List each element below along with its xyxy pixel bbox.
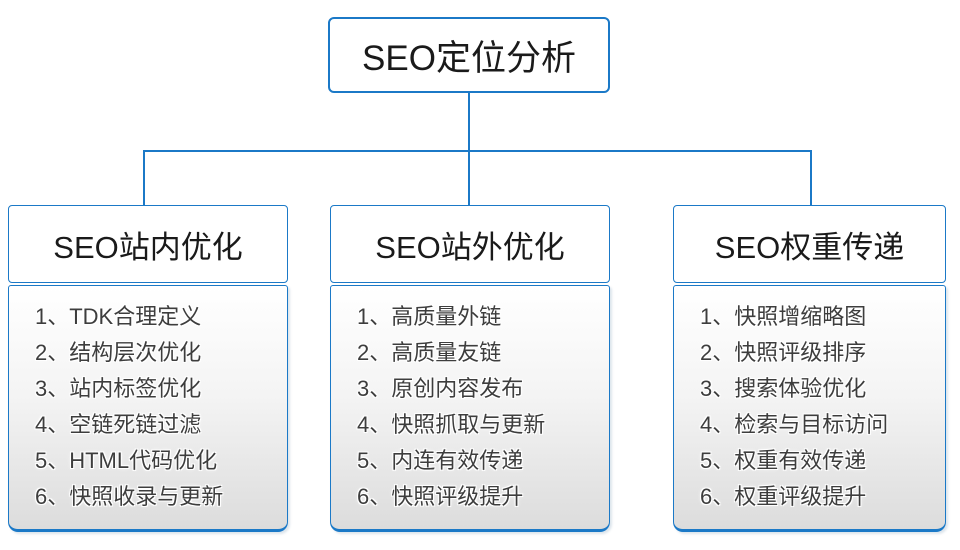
list-item: 4、快照抓取与更新 [357, 412, 546, 437]
weight-item-list: 1、快照增缩略图 2、快照评级排序 3、搜索体验优化 4、检索与目标访问 5、权… [674, 286, 945, 515]
list-item: 3、原创内容发布 [357, 376, 524, 401]
root-node: SEO定位分析 [328, 17, 610, 93]
list-item: 4、空链死链过滤 [35, 412, 202, 437]
column-header-onsite-label: SEO站内优化 [53, 229, 243, 265]
connector-horizontal-rail [143, 150, 812, 152]
list-item: 6、快照评级提升 [357, 484, 524, 509]
list-item: 2、高质量友链 [357, 340, 502, 365]
connector-root-stem [468, 93, 470, 151]
column-body-weight: 1、快照增缩略图 2、快照评级排序 3、搜索体验优化 4、检索与目标访问 5、权… [673, 285, 946, 532]
list-item: 3、搜索体验优化 [700, 376, 867, 401]
list-item: 6、权重评级提升 [700, 484, 867, 509]
onsite-item-list: 1、TDK合理定义 2、结构层次优化 3、站内标签优化 4、空链死链过滤 5、H… [9, 286, 287, 515]
connector-drop-left [143, 150, 145, 206]
list-item: 6、快照收录与更新 [35, 484, 224, 509]
list-item: 5、内连有效传递 [357, 448, 524, 473]
column-header-weight-label: SEO权重传递 [714, 229, 905, 265]
list-item: 1、快照增缩略图 [700, 304, 867, 329]
list-item: 5、权重有效传递 [700, 448, 867, 473]
list-item: 1、TDK合理定义 [35, 304, 202, 329]
connector-drop-middle [468, 150, 470, 206]
column-body-offsite: 1、高质量外链 2、高质量友链 3、原创内容发布 4、快照抓取与更新 5、内连有… [330, 285, 610, 532]
connector-drop-right [810, 150, 812, 206]
column-header-offsite: SEO站外优化 [330, 205, 610, 283]
list-item: 2、结构层次优化 [35, 340, 202, 365]
column-header-onsite: SEO站内优化 [8, 205, 288, 283]
column-body-onsite: 1、TDK合理定义 2、结构层次优化 3、站内标签优化 4、空链死链过滤 5、H… [8, 285, 288, 532]
column-header-offsite-label: SEO站外优化 [375, 229, 565, 265]
list-item: 5、HTML代码优化 [35, 448, 218, 473]
list-item: 2、快照评级排序 [700, 340, 867, 365]
list-item: 1、高质量外链 [357, 304, 502, 329]
list-item: 4、检索与目标访问 [700, 412, 889, 437]
list-item: 3、站内标签优化 [35, 376, 202, 401]
root-node-label: SEO定位分析 [362, 38, 576, 78]
offsite-item-list: 1、高质量外链 2、高质量友链 3、原创内容发布 4、快照抓取与更新 5、内连有… [331, 286, 609, 515]
column-header-weight: SEO权重传递 [673, 205, 946, 283]
